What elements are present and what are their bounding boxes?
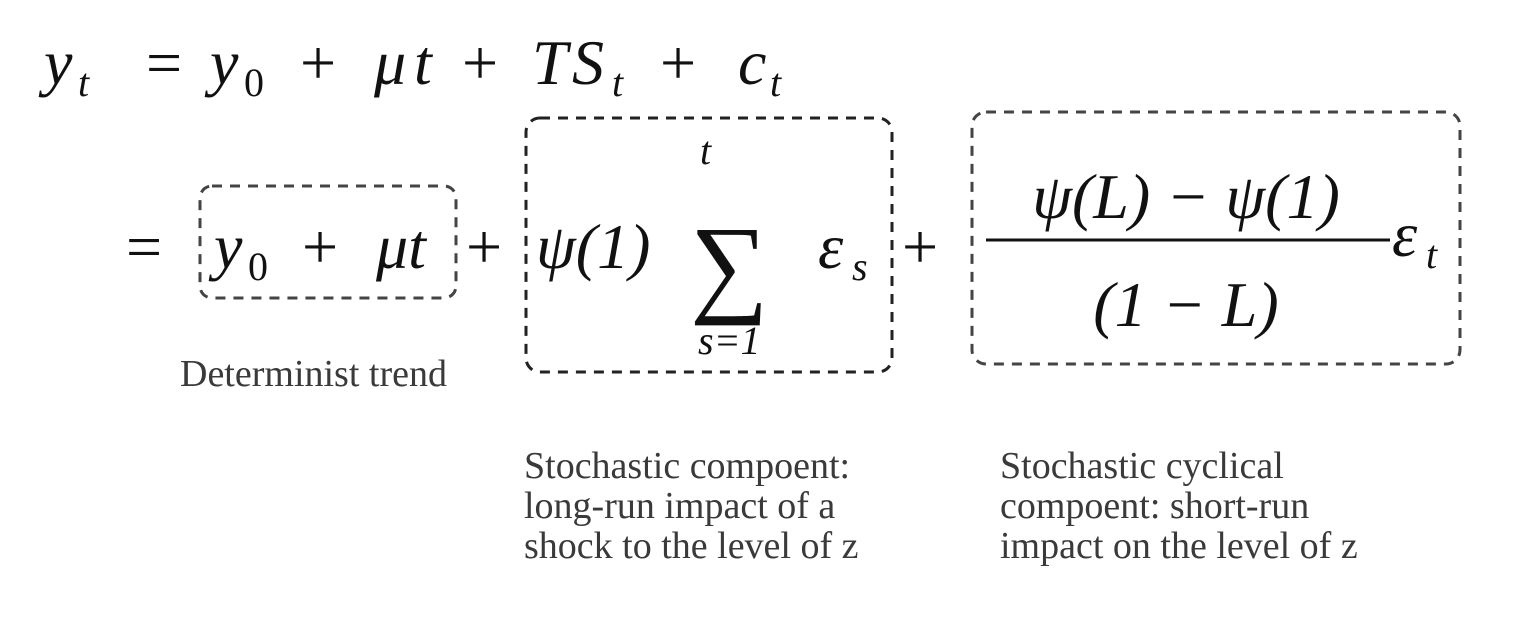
y0-subscript-2: 0 bbox=[248, 244, 268, 289]
ts-S-symbol: S bbox=[572, 27, 604, 98]
mu-t-symbol: μt bbox=[375, 211, 428, 282]
caption-line: Determinist trend bbox=[180, 353, 447, 395]
stochastic-trend-box bbox=[524, 116, 894, 374]
equals-sign-2: = bbox=[126, 211, 162, 282]
sigma-icon: ∑ bbox=[690, 204, 768, 326]
y0-symbol-2: y bbox=[208, 211, 243, 282]
deterministic-trend-caption: Determinist trend bbox=[180, 354, 447, 394]
cyclical-component-caption: Stochastic cyclical compoent: short-run … bbox=[1000, 446, 1358, 566]
caption-line: shock to the level of z bbox=[524, 525, 859, 567]
plus-sign-6: + bbox=[902, 211, 938, 282]
plus-sign-1: + bbox=[300, 27, 336, 98]
c-symbol: c bbox=[738, 27, 766, 98]
equals-sign: = bbox=[146, 27, 182, 98]
epsilon-subscript-t: t bbox=[1426, 232, 1438, 277]
stochastic-component-caption: Stochastic compoent: long-run impact of … bbox=[524, 446, 859, 566]
c-subscript-t: t bbox=[770, 60, 782, 105]
sum-lower-limit: s=1 bbox=[698, 318, 761, 363]
y0-subscript: 0 bbox=[244, 60, 264, 105]
ts-T-symbol: T bbox=[532, 27, 572, 98]
psi-one: ψ(1) bbox=[536, 211, 650, 282]
t-symbol: t bbox=[414, 27, 434, 98]
sum-upper-limit: t bbox=[700, 128, 712, 173]
cyclical-box bbox=[970, 110, 1462, 366]
epsilon-t: ε bbox=[1392, 199, 1418, 270]
y0-symbol: y bbox=[204, 27, 239, 98]
mu-symbol: μ bbox=[373, 27, 406, 98]
fraction-numerator: ψ(L) − ψ(1) bbox=[1032, 161, 1340, 232]
equation-line-2: = y 0 + μt + ψ(1) t ∑ s=1 ε s + ψ(L) − ψ… bbox=[126, 110, 1462, 374]
caption-line: impact on the level of z bbox=[1000, 525, 1358, 567]
caption-line: Stochastic compoent: bbox=[524, 445, 851, 487]
plus-sign-2: + bbox=[462, 27, 498, 98]
epsilon-subscript-s: s bbox=[852, 244, 868, 289]
plus-sign-4: + bbox=[302, 211, 338, 282]
caption-line: Stochastic cyclical bbox=[1000, 445, 1284, 487]
deterministic-box bbox=[198, 184, 458, 300]
equation-line-1: y t = y 0 + μ t + T S t + c t bbox=[38, 27, 782, 105]
ts-subscript-t: t bbox=[612, 60, 624, 105]
epsilon-s: ε bbox=[818, 211, 844, 282]
y-subscript-t: t bbox=[78, 60, 90, 105]
caption-line: long-run impact of a bbox=[524, 485, 836, 527]
plus-sign-5: + bbox=[466, 211, 502, 282]
plus-sign-3: + bbox=[660, 27, 696, 98]
y-symbol: y bbox=[38, 27, 73, 98]
caption-line: compoent: short-run bbox=[1000, 485, 1310, 527]
fraction-denominator: (1 − L) bbox=[1093, 269, 1278, 340]
